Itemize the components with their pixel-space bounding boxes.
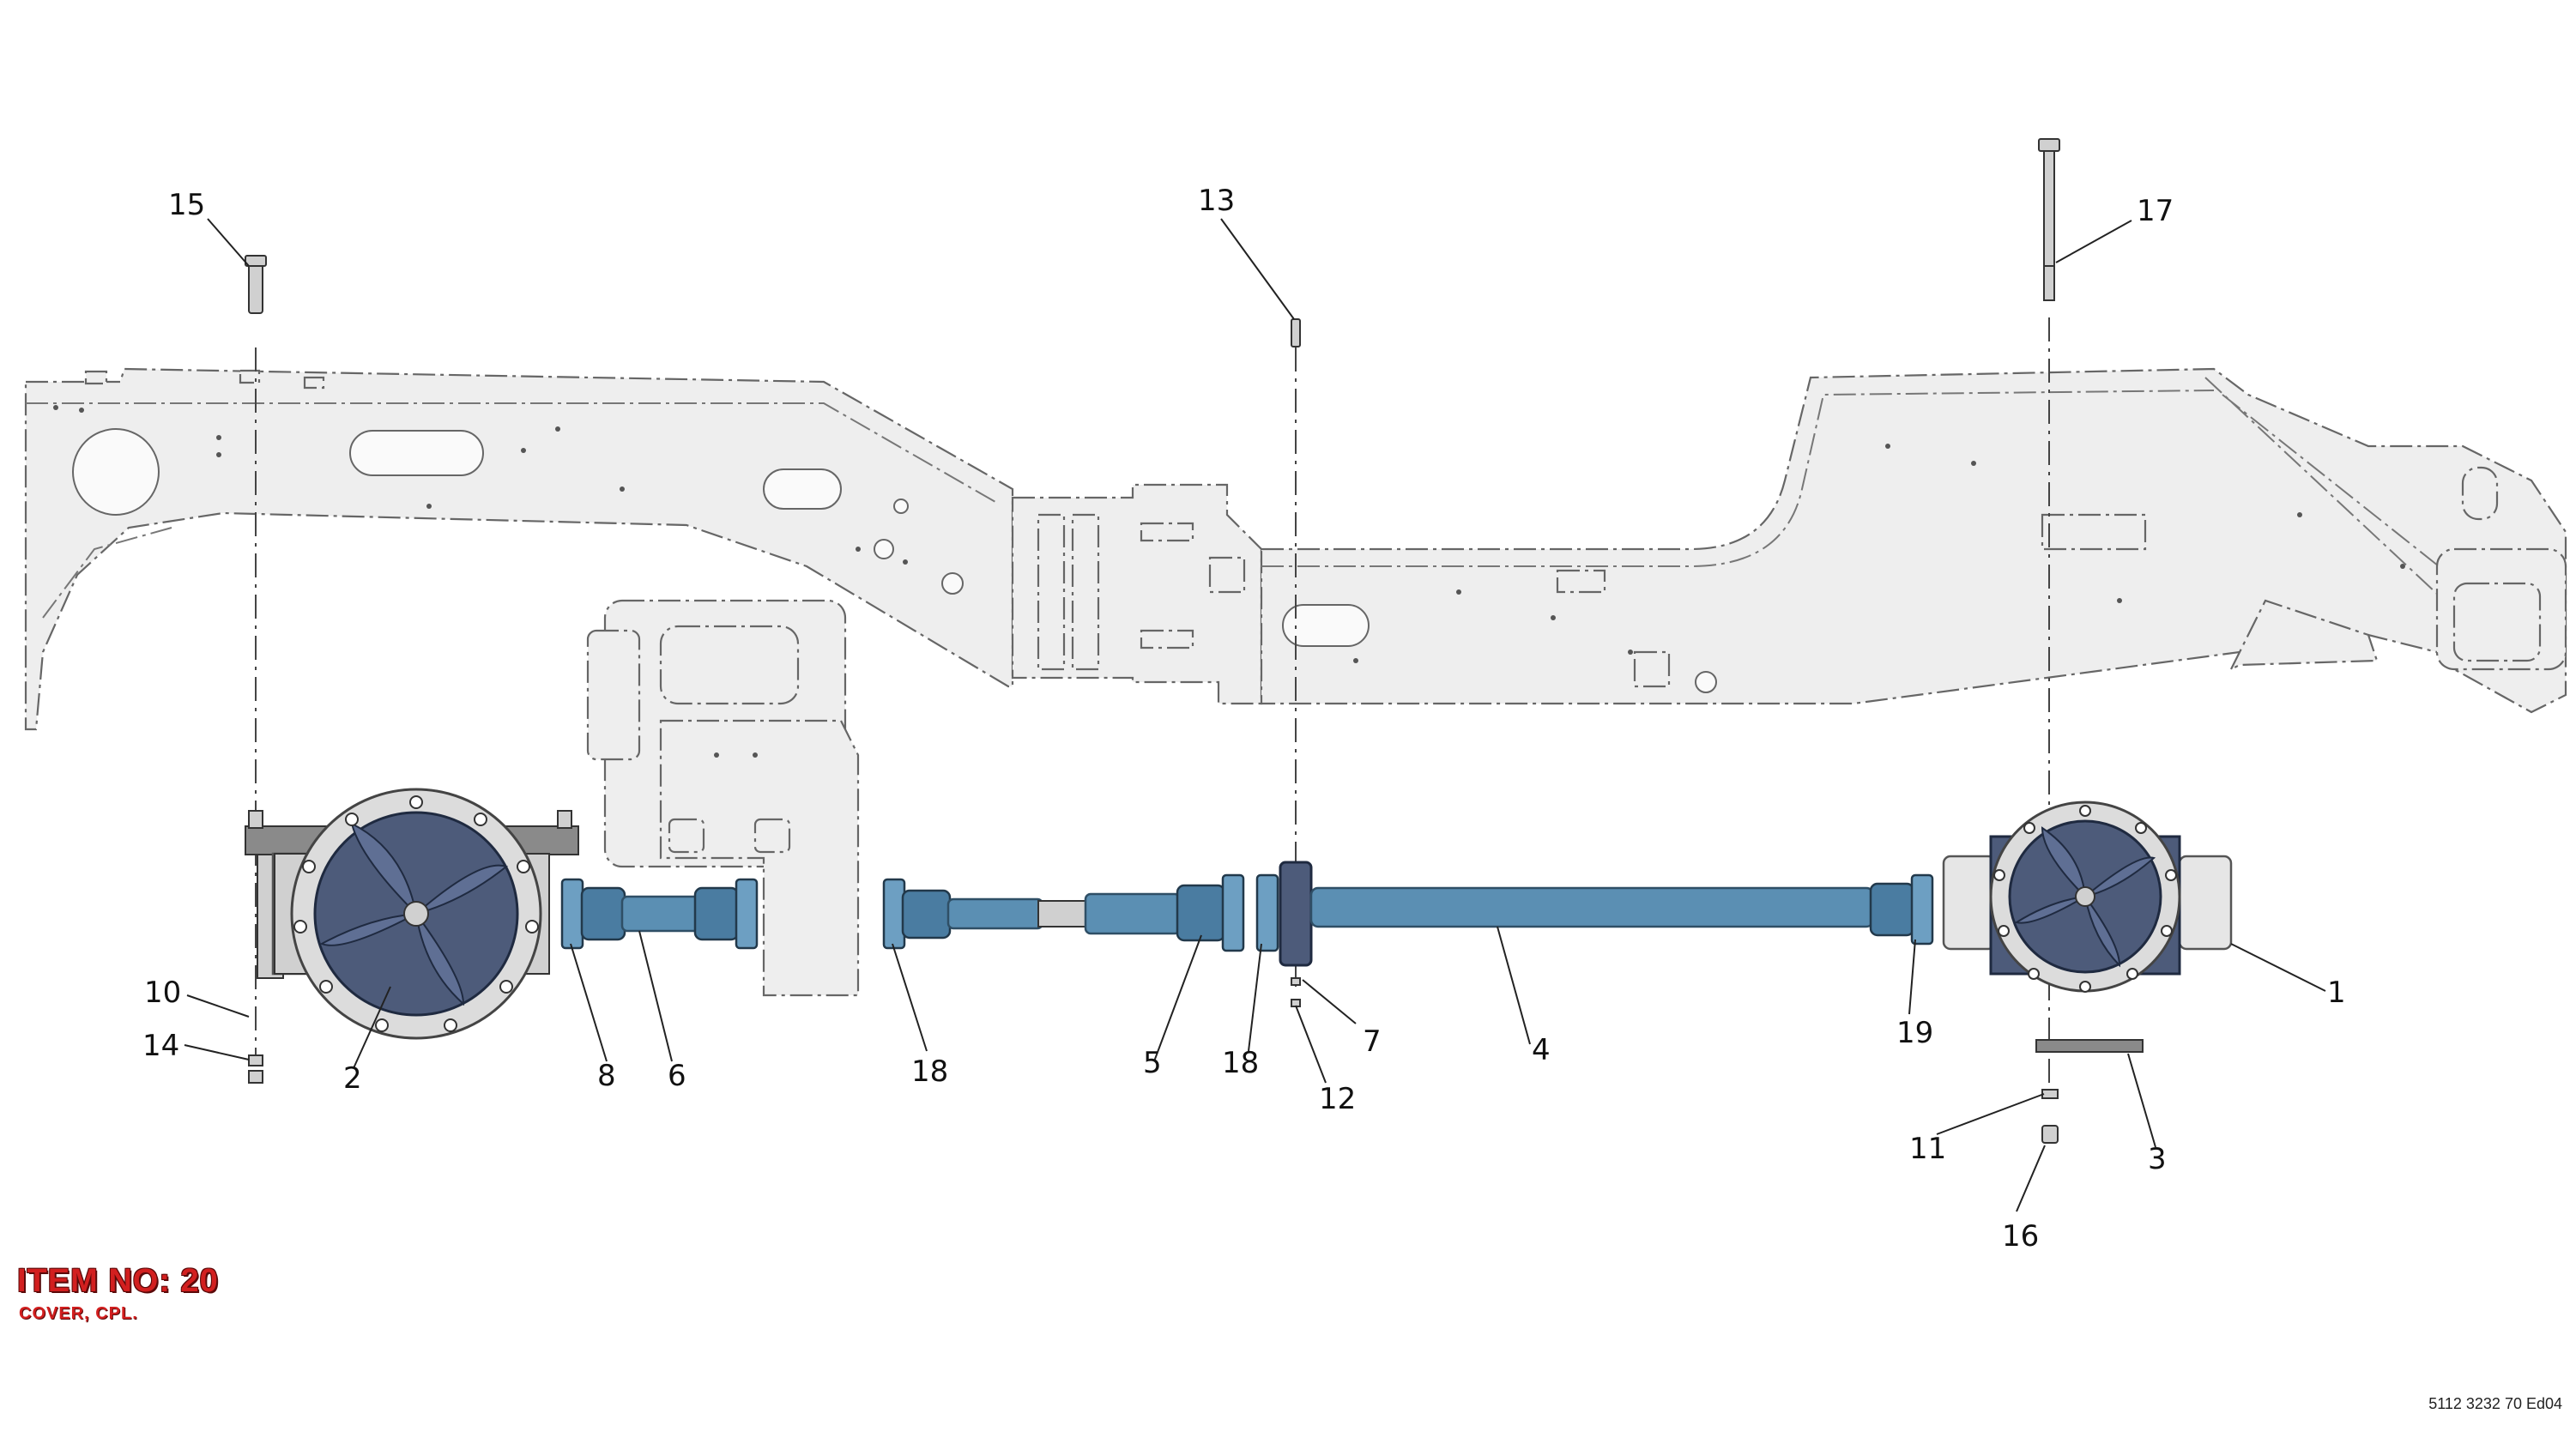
callout-19: 19 — [1896, 1016, 1933, 1050]
callout-3: 3 — [2148, 1142, 2167, 1176]
callout-11: 11 — [1909, 1132, 1946, 1166]
leader-lines — [184, 218, 2326, 1212]
callout-18a: 18 — [911, 1054, 948, 1089]
callout-12: 12 — [1319, 1082, 1356, 1116]
document-number: 5112 3232 70 Ed04 — [2428, 1395, 2562, 1412]
callout-18b: 18 — [1222, 1046, 1259, 1080]
propeller-shafts — [560, 861, 1934, 967]
callout-1: 1 — [2327, 976, 2346, 1010]
callout-13: 13 — [1198, 184, 1235, 218]
callout-14: 14 — [142, 1029, 179, 1063]
item-number-title: ITEM NO: 20 — [17, 1263, 219, 1299]
front-axle — [245, 788, 579, 1040]
callout-4: 4 — [1532, 1033, 1551, 1067]
callout-6: 6 — [668, 1059, 686, 1093]
item-description: COVER, CPL. — [19, 1304, 138, 1323]
callout-15: 15 — [168, 188, 205, 222]
transfer-gearbox — [586, 599, 860, 997]
callout-16: 16 — [2002, 1219, 2039, 1254]
callout-7: 7 — [1363, 1024, 1382, 1059]
callout-8: 8 — [597, 1059, 616, 1093]
callout-10: 10 — [144, 976, 181, 1010]
callout-labels: 15 13 17 1 10 14 2 8 6 18 5 18 7 12 4 19… — [142, 184, 2346, 1254]
fasteners — [245, 138, 2144, 1144]
rear-axle — [1942, 801, 2233, 993]
callout-5: 5 — [1143, 1046, 1162, 1080]
assembly-centerlines — [255, 317, 2050, 1090]
callout-2: 2 — [343, 1061, 362, 1096]
chassis-frame — [24, 367, 2567, 731]
callout-17: 17 — [2137, 194, 2174, 228]
